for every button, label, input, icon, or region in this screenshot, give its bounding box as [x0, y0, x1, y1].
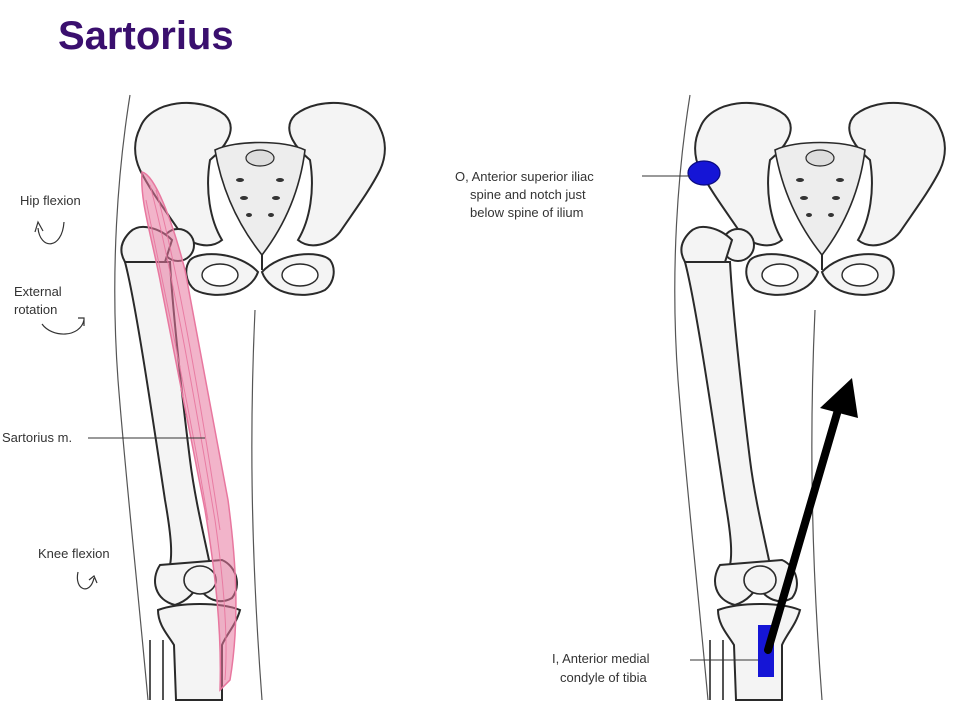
origin-marker [687, 160, 721, 186]
sartorius-muscle [140, 171, 237, 692]
knee-flexion-arrow-icon [76, 571, 95, 590]
origin-label-line2: spine and notch just [470, 187, 586, 202]
slide-title: Sartorius [58, 14, 234, 58]
external-rotation-arrow-icon [41, 319, 85, 335]
line-of-pull-arrow-icon [764, 378, 858, 654]
insertion-label-line2: condyle of tibia [560, 670, 647, 685]
external-rotation-label-line2: rotation [14, 302, 57, 317]
origin-label-line1: O, Anterior superior iliac [455, 169, 594, 184]
knee-flexion-label: Knee flexion [38, 546, 110, 561]
insertion-label-line1: I, Anterior medial [552, 651, 650, 666]
right-skeleton [673, 94, 946, 701]
external-rotation-label-line1: External [14, 284, 62, 299]
sartorius-muscle-label: Sartorius m. [2, 430, 72, 445]
hip-flexion-arrow-icon [37, 221, 65, 245]
origin-label-line3: below spine of ilium [470, 205, 583, 220]
hip-flexion-label: Hip flexion [20, 193, 81, 208]
